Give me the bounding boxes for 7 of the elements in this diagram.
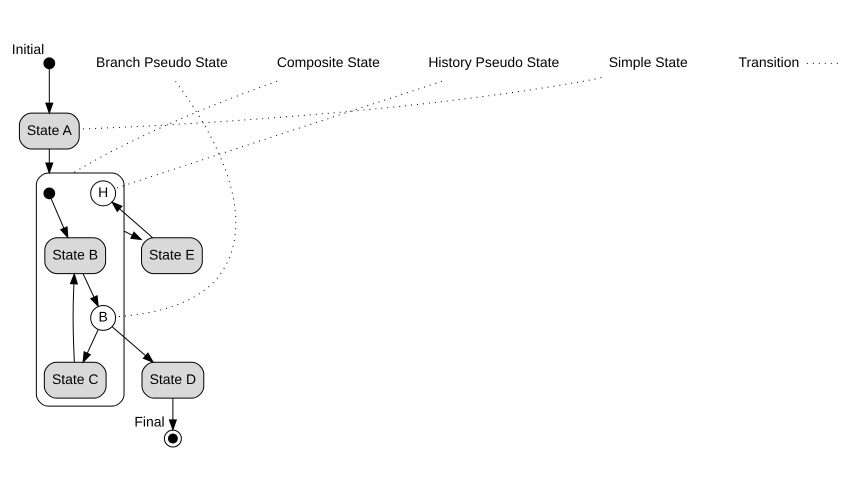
node-label: Initial bbox=[12, 41, 44, 58]
node-label: Final bbox=[134, 413, 165, 430]
node-text: Transition bbox=[738, 54, 800, 70]
node-text: History Pseudo State bbox=[428, 54, 560, 70]
node-text: Branch Pseudo State bbox=[96, 54, 228, 70]
node-text: Composite State bbox=[276, 54, 380, 70]
node-text: Simple State bbox=[608, 54, 688, 70]
